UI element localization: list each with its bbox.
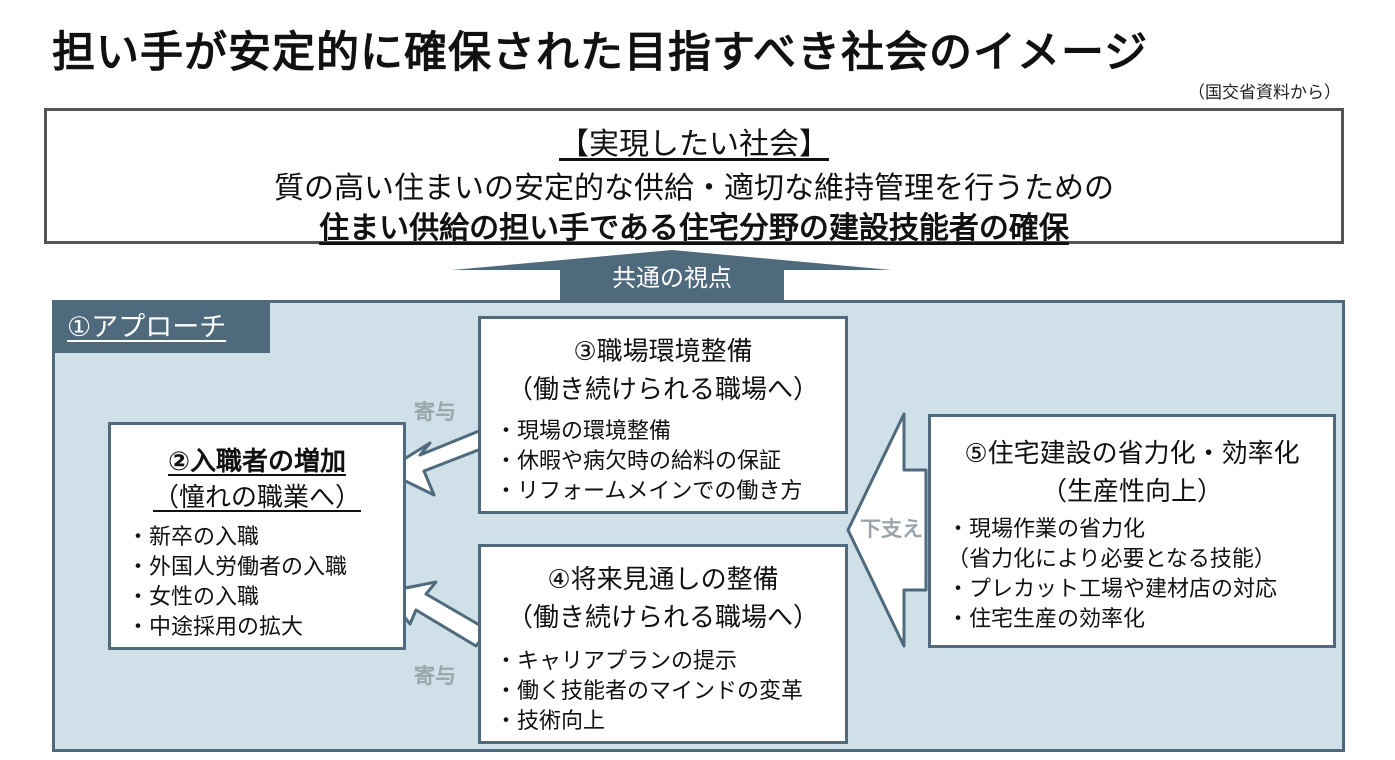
box3-subtitle: （働き続けられる職場へ） <box>506 375 819 405</box>
list-item: ・キャリアプランの提示 <box>495 649 738 674</box>
list-item: ・休暇や病欠時の給料の保証 <box>495 449 782 474</box>
contribute-label-bottom: 寄与 <box>414 664 456 688</box>
list-item: ・外国人労働者の入職 <box>127 555 348 580</box>
list-item: ・中途採用の拡大 <box>127 615 304 640</box>
common-viewpoint-label: 共通の視点 <box>612 264 732 292</box>
list-item: ・リフォームメインでの働き方 <box>495 479 803 504</box>
support-label: 下支え <box>860 517 923 541</box>
list-item: ・プレカット工場や建材店の対応 <box>947 577 1278 602</box>
page-title: 担い手が安定的に確保された目指すべき社会のイメージ <box>52 28 1149 78</box>
list-item: ・働く技能者のマインドの変革 <box>495 679 804 704</box>
list-item: ・技術向上 <box>495 709 606 734</box>
support-arrow <box>846 412 928 648</box>
approach-tab: ①アプローチ <box>55 303 270 353</box>
box-efficiency: ⑤住宅建設の省力化・効率化 （生産性向上） ・現場作業の省力化 （省力化により必… <box>928 414 1336 648</box>
list-item: ・女性の入職 <box>127 585 260 610</box>
box4-subtitle: （働き続けられる職場へ） <box>506 603 819 633</box>
box5-subtitle: （生産性向上） <box>1040 477 1223 507</box>
goal-text: 質の高い住まいの安定的な供給・適切な維持管理を行うための <box>274 171 1114 206</box>
goal-emphasis: 住まい供給の担い手である住宅分野の建設技能者の確保 <box>319 211 1069 246</box>
list-item: ・住宅生産の効率化 <box>947 607 1146 632</box>
box-workplace: ③職場環境整備 （働き続けられる職場へ） ・現場の環境整備 ・休暇や病欠時の給料… <box>478 316 848 514</box>
box2-title: ②入職者の増加 <box>167 447 346 477</box>
list-item: ・現場の環境整備 <box>495 419 672 444</box>
list-item: ・現場作業の省力化 <box>947 517 1146 542</box>
source-note: （国交省資料から） <box>1188 83 1341 103</box>
common-viewpoint-arrow <box>452 250 892 300</box>
list-item: （省力化により必要となる技能） <box>947 547 1276 572</box>
list-item: ・新卒の入職 <box>127 525 260 550</box>
box4-title: ④将来見通しの整備 <box>547 565 779 595</box>
contribute-label-top: 寄与 <box>414 400 456 424</box>
box-outlook: ④将来見通しの整備 （働き続けられる職場へ） ・キャリアプランの提示 ・働く技能… <box>478 544 848 744</box>
goal-heading: 【実現したい社会】 <box>559 127 829 162</box>
box2-subtitle: （憧れの職業へ） <box>152 483 361 513</box>
goal-box: 【実現したい社会】 質の高い住まいの安定的な供給・適切な維持管理を行うための 住… <box>44 108 1344 246</box>
box3-title: ③職場環境整備 <box>573 337 753 367</box>
box-new-entrants: ②入職者の増加 （憧れの職業へ） ・新卒の入職 ・外国人労働者の入職 ・女性の入… <box>108 422 406 650</box>
box5-title: ⑤住宅建設の省力化・効率化 <box>964 439 1300 469</box>
